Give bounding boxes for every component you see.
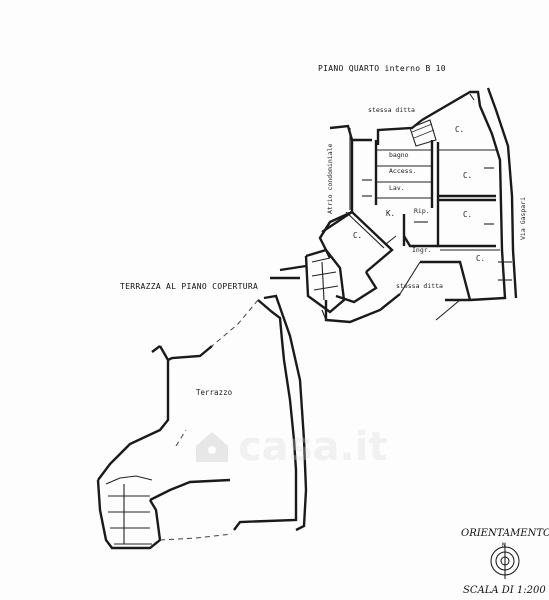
north-mark: N — [502, 541, 506, 549]
room-label-k: K. — [386, 209, 395, 218]
room-label-rip: Rip. — [414, 207, 430, 215]
room-label-c2: C. — [463, 171, 472, 180]
watermark-text: casa.it — [238, 424, 388, 470]
orientation-label: ORIENTAMENTO — [461, 528, 549, 539]
room-label-access: Access. — [389, 167, 416, 175]
roof-terrace-plan — [96, 294, 308, 550]
room-label-c3: C. — [463, 210, 472, 219]
compass-icon — [490, 543, 520, 579]
neighbour-top-label: stessa ditta — [368, 106, 415, 114]
room-label-c1: C. — [455, 125, 464, 134]
room-label-c5: C. — [476, 254, 485, 263]
floor-title: PIANO QUARTO interno B 10 — [318, 64, 446, 73]
room-label-lav: Lav. — [389, 184, 405, 192]
condominium-label: Atrio condominiale — [326, 143, 334, 214]
room-label-bagno: bagno — [389, 151, 409, 159]
terrace-title: TERRAZZA AL PIANO COPERTURA — [120, 282, 258, 291]
room-label-ingresso: Ingr. — [412, 246, 432, 254]
orientation-legend: ORIENTAMENTO N SCALA DI 1:200 — [461, 528, 549, 596]
street-label: Via Gaspari — [519, 197, 527, 240]
room-label-c4: C. — [353, 231, 362, 240]
neighbour-bottom-label: stessa ditta — [396, 282, 443, 290]
watermark: casa.it — [196, 424, 388, 470]
terrace-room-label: Terrazzo — [196, 388, 233, 397]
scale-label: SCALA DI 1:200 — [463, 585, 546, 596]
fourth-floor-plan — [270, 87, 518, 324]
